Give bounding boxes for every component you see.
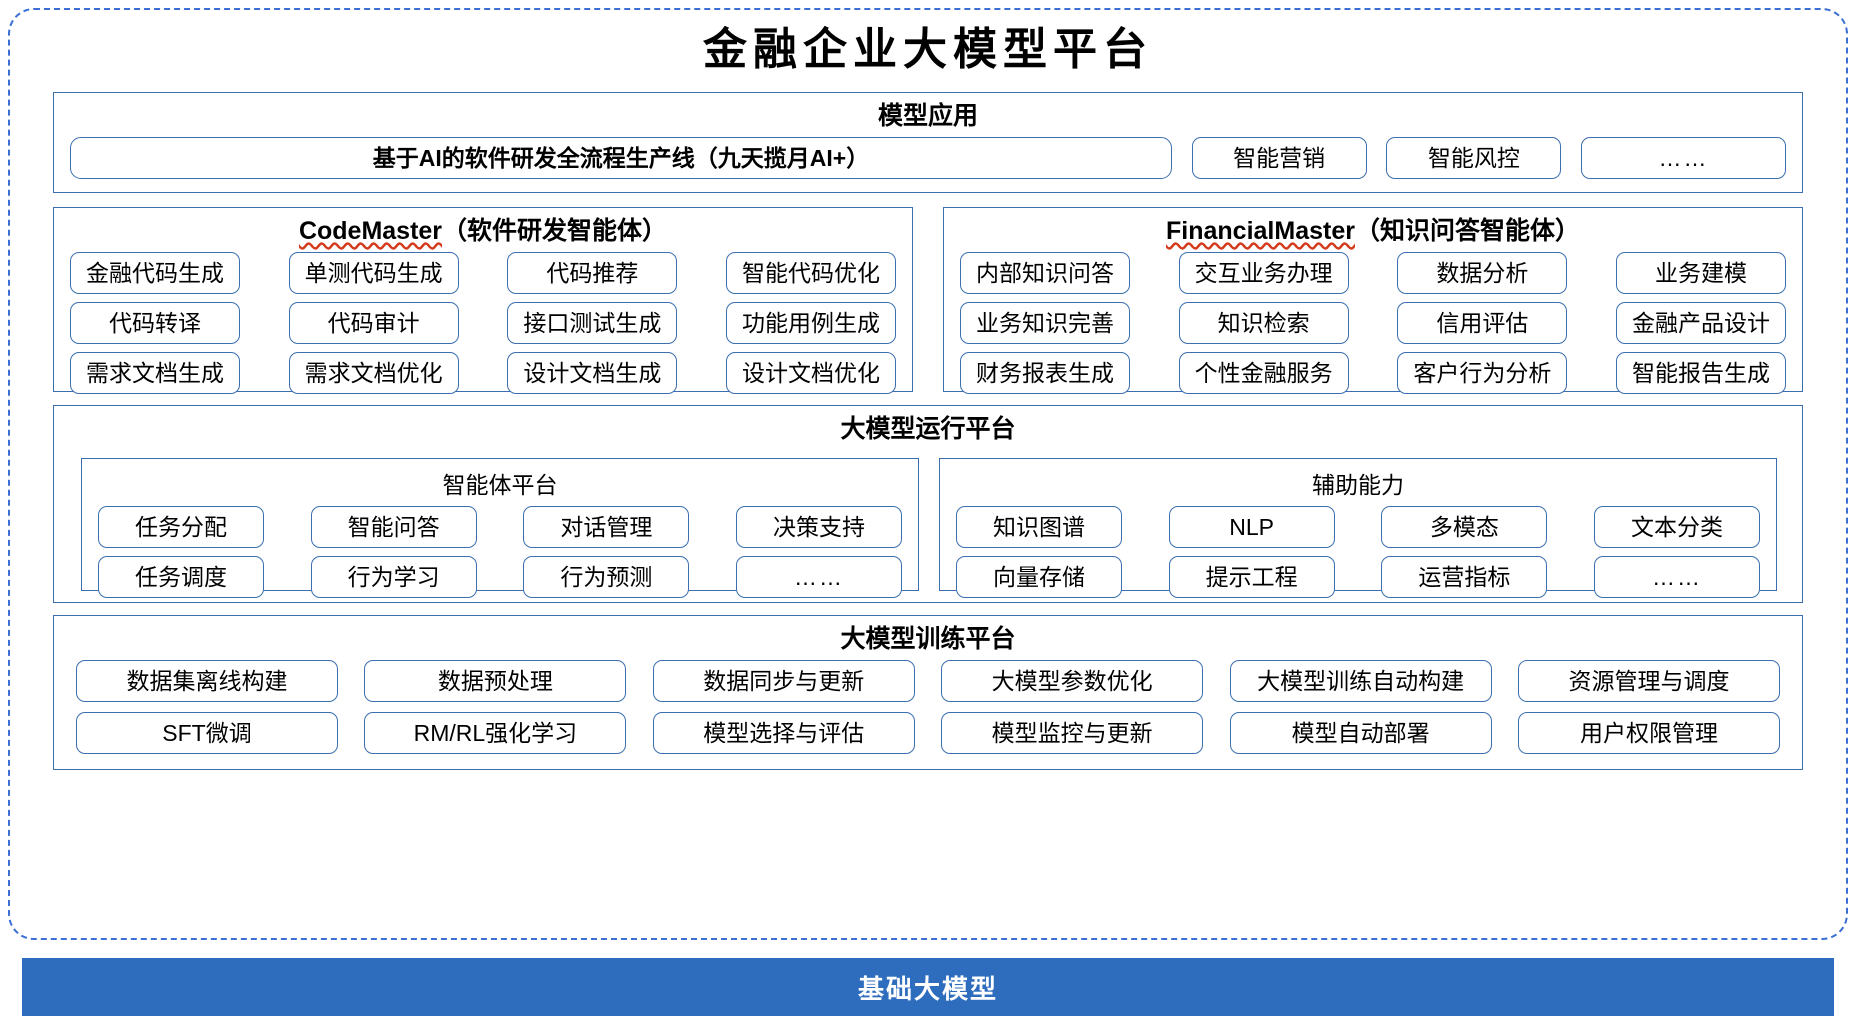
chip-data-preprocessing[interactable]: 数据预处理 <box>364 659 627 702</box>
chip-smart-qa[interactable]: 智能问答 <box>310 506 477 548</box>
chip-customer-behavior-analysis[interactable]: 客户行为分析 <box>1397 351 1568 394</box>
chip-model-auto-deploy[interactable]: 模型自动部署 <box>1229 711 1492 754</box>
chip-smart-risk-control[interactable]: 智能风控 <box>1386 136 1562 179</box>
training-platform-row-2: SFT微调 RM/RL强化学习 模型选择与评估 模型监控与更新 模型自动部署 用… <box>76 711 1780 754</box>
code-master-row-1: 金融代码生成 单测代码生成 代码推荐 智能代码优化 <box>70 251 896 294</box>
chip-personalized-finance-service[interactable]: 个性金融服务 <box>1178 351 1349 394</box>
chip-more-ellipsis[interactable]: …… <box>1580 136 1786 179</box>
base-model-label: 基础大模型 <box>857 973 998 1004</box>
chip-code-audit[interactable]: 代码审计 <box>288 301 459 344</box>
chip-knowledge-retrieval[interactable]: 知识检索 <box>1178 301 1349 344</box>
chip-operation-metrics[interactable]: 运营指标 <box>1381 556 1548 598</box>
auxiliary-row-1: 知识图谱 NLP 多模态 文本分类 <box>956 506 1760 548</box>
section-training-platform: 大模型训练平台 数据集离线构建 数据预处理 数据同步与更新 大模型参数优化 大模… <box>53 615 1803 770</box>
chip-data-analysis[interactable]: 数据分析 <box>1397 251 1568 294</box>
chip-unit-test-code-gen[interactable]: 单测代码生成 <box>288 251 459 294</box>
chip-code-translate[interactable]: 代码转译 <box>70 301 240 344</box>
chip-design-doc-gen[interactable]: 设计文档生成 <box>507 351 678 394</box>
auxiliary-row-2: 向量存储 提示工程 运营指标 …… <box>956 556 1760 598</box>
agent-platform-row-1: 任务分配 智能问答 对话管理 决策支持 <box>98 506 902 548</box>
subsection-title-agent-platform: 智能体平台 <box>442 472 558 498</box>
chip-decision-support[interactable]: 决策支持 <box>735 506 902 548</box>
chip-financial-report-gen[interactable]: 财务报表生成 <box>960 351 1130 394</box>
chip-model-monitor-update[interactable]: 模型监控与更新 <box>941 711 1204 754</box>
financial-master-name: FinancialMaster <box>1166 217 1355 245</box>
chip-design-doc-optimize[interactable]: 设计文档优化 <box>725 351 896 394</box>
base-model-bar: 基础大模型 <box>22 958 1834 1016</box>
chip-ai-software-pipeline[interactable]: 基于AI的软件研发全流程生产线（九天揽月AI+） <box>70 136 1172 179</box>
chip-task-scheduling[interactable]: 任务调度 <box>98 556 264 598</box>
chip-agent-more-ellipsis[interactable]: …… <box>735 556 902 598</box>
chip-behavior-prediction[interactable]: 行为预测 <box>523 556 690 598</box>
page-title: 金融企业大模型平台 <box>703 25 1153 74</box>
chip-financial-product-design[interactable]: 金融产品设计 <box>1615 301 1786 344</box>
section-title-code-master: CodeMaster（软件研发智能体） <box>54 217 912 246</box>
chip-requirement-doc-gen[interactable]: 需求文档生成 <box>70 351 240 394</box>
chip-business-modeling[interactable]: 业务建模 <box>1615 251 1786 294</box>
platform-outer-frame <box>8 8 1848 940</box>
chip-rm-rl-learning[interactable]: RM/RL强化学习 <box>364 711 627 754</box>
chip-prompt-engineering[interactable]: 提示工程 <box>1168 556 1335 598</box>
chip-model-param-optimize[interactable]: 大模型参数优化 <box>941 659 1204 702</box>
chip-knowledge-graph[interactable]: 知识图谱 <box>956 506 1122 548</box>
financial-master-row-1: 内部知识问答 交互业务办理 数据分析 业务建模 <box>960 251 1786 294</box>
chip-model-selection-evaluation[interactable]: 模型选择与评估 <box>652 711 915 754</box>
chip-business-knowledge-improve[interactable]: 业务知识完善 <box>960 301 1130 344</box>
chip-requirement-doc-optimize[interactable]: 需求文档优化 <box>288 351 459 394</box>
chip-interactive-business[interactable]: 交互业务办理 <box>1178 251 1349 294</box>
chip-internal-knowledge-qa[interactable]: 内部知识问答 <box>960 251 1130 294</box>
chip-user-permission-management[interactable]: 用户权限管理 <box>1517 711 1780 754</box>
section-model-application: 模型应用 基于AI的软件研发全流程生产线（九天揽月AI+） 智能营销 智能风控 … <box>53 92 1803 193</box>
chip-multimodal[interactable]: 多模态 <box>1381 506 1548 548</box>
chip-api-test-gen[interactable]: 接口测试生成 <box>507 301 678 344</box>
chip-auxiliary-more-ellipsis[interactable]: …… <box>1593 556 1760 598</box>
chip-dialog-management[interactable]: 对话管理 <box>523 506 690 548</box>
subsection-agent-platform: 智能体平台 任务分配 智能问答 对话管理 决策支持 任务调度 行为学习 行为预测… <box>81 458 919 598</box>
training-platform-row-1: 数据集离线构建 数据预处理 数据同步与更新 大模型参数优化 大模型训练自动构建 … <box>76 659 1780 702</box>
financial-master-row-3: 财务报表生成 个性金融服务 客户行为分析 智能报告生成 <box>960 351 1786 394</box>
financial-master-subtitle: （知识问答智能体） <box>1354 217 1580 245</box>
chip-code-recommend[interactable]: 代码推荐 <box>507 251 678 294</box>
chip-credit-assessment[interactable]: 信用评估 <box>1397 301 1568 344</box>
chip-dataset-offline-build[interactable]: 数据集离线构建 <box>76 659 338 702</box>
chip-training-auto-build[interactable]: 大模型训练自动构建 <box>1229 659 1492 702</box>
chip-financial-code-gen[interactable]: 金融代码生成 <box>70 251 240 294</box>
chip-smart-report-gen[interactable]: 智能报告生成 <box>1615 351 1786 394</box>
chip-vector-storage[interactable]: 向量存储 <box>956 556 1122 598</box>
chip-smart-marketing[interactable]: 智能营销 <box>1191 136 1367 179</box>
chip-data-sync-update[interactable]: 数据同步与更新 <box>652 659 915 702</box>
subsection-auxiliary-capability: 辅助能力 知识图谱 NLP 多模态 文本分类 向量存储 提示工程 运营指标 …… <box>939 458 1777 598</box>
section-financial-master: FinancialMaster（知识问答智能体） 内部知识问答 交互业务办理 数… <box>943 207 1803 394</box>
chip-smart-code-optimize[interactable]: 智能代码优化 <box>725 251 896 294</box>
model-application-items: 基于AI的软件研发全流程生产线（九天揽月AI+） 智能营销 智能风控 …… <box>70 136 1786 179</box>
section-title-runtime-platform: 大模型运行平台 <box>840 415 1016 443</box>
section-code-master: CodeMaster（软件研发智能体） 金融代码生成 单测代码生成 代码推荐 智… <box>53 207 913 394</box>
section-title-training-platform: 大模型训练平台 <box>840 625 1016 653</box>
chip-text-classification[interactable]: 文本分类 <box>1593 506 1760 548</box>
subsection-title-auxiliary-capability: 辅助能力 <box>1312 472 1404 498</box>
chip-nlp[interactable]: NLP <box>1168 506 1335 548</box>
code-master-row-2: 代码转译 代码审计 接口测试生成 功能用例生成 <box>70 301 896 344</box>
section-title-financial-master: FinancialMaster（知识问答智能体） <box>944 217 1802 246</box>
code-master-name: CodeMaster <box>298 217 443 245</box>
financial-master-row-2: 业务知识完善 知识检索 信用评估 金融产品设计 <box>960 301 1786 344</box>
chip-resource-management[interactable]: 资源管理与调度 <box>1517 659 1780 702</box>
section-runtime-platform: 大模型运行平台 智能体平台 任务分配 智能问答 对话管理 决策支持 任务调度 行… <box>53 405 1803 603</box>
agent-platform-row-2: 任务调度 行为学习 行为预测 …… <box>98 556 902 598</box>
chip-task-allocation[interactable]: 任务分配 <box>98 506 264 548</box>
code-master-subtitle: （软件研发智能体） <box>442 217 668 245</box>
section-title-model-application: 模型应用 <box>877 102 978 130</box>
chip-sft-finetune[interactable]: SFT微调 <box>76 711 338 754</box>
chip-behavior-learning[interactable]: 行为学习 <box>310 556 477 598</box>
code-master-row-3: 需求文档生成 需求文档优化 设计文档生成 设计文档优化 <box>70 351 896 394</box>
chip-function-case-gen[interactable]: 功能用例生成 <box>725 301 896 344</box>
